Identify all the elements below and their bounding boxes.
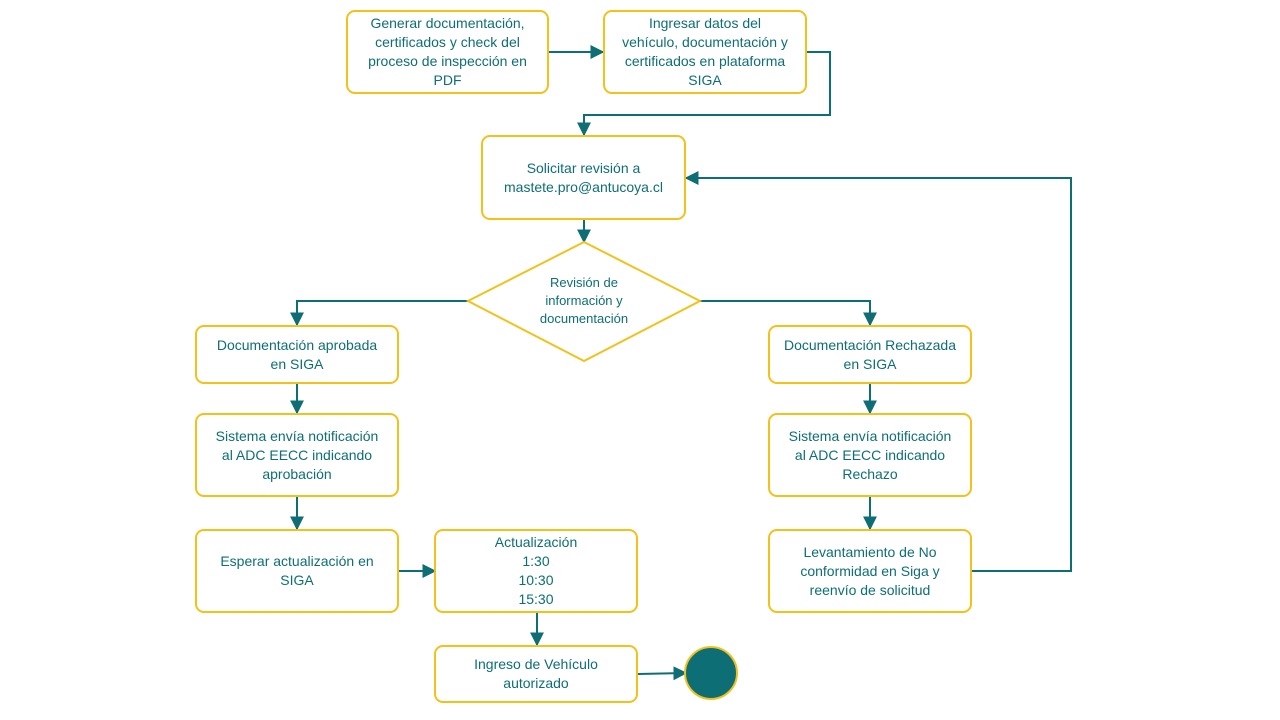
box-text-line: al ADC EECC indicando (221, 446, 373, 463)
box-text-line: Rechazo (842, 465, 898, 482)
box-text-line: proceso de inspección en (368, 53, 527, 69)
generar-documentacion-box: Generar documentación, certificados y ch… (346, 10, 549, 94)
box-text-line: Esperar actualización en (220, 553, 374, 569)
box-text-line: Documentación aprobada (216, 336, 378, 353)
end-node (684, 646, 738, 700)
esperar-actualizacion-box: Esperar actualización en SIGA (195, 529, 399, 613)
notificacion-rechazo-box: Sistema envía notificación al ADC EECC i… (768, 413, 972, 497)
box-text-line: Actualización (494, 534, 578, 550)
ingreso-vehiculo-box: Ingreso de Vehículo autorizado (434, 645, 638, 703)
box-text-line: SIGA (688, 72, 722, 88)
notificacion-aprobacion-box: Sistema envía notificación al ADC EECC i… (195, 413, 399, 497)
box-text-line: Documentación Rechazada (784, 336, 956, 353)
connector-revision-to-rechazada (700, 300, 877, 327)
box-text-line: autorizado (503, 675, 569, 691)
box-text-line: 15:30 (518, 591, 554, 607)
box-text-line: Solicitar revisión a (526, 159, 641, 176)
box-text-line: reenvío de solicitud (809, 581, 931, 598)
levantamiento-box: Levantamiento de No conformidad en Siga … (768, 529, 972, 613)
box-text-line: 10:30 (518, 572, 554, 588)
box-text-line: Sistema envía notificación (788, 427, 952, 444)
box-text-line: en SIGA (270, 355, 324, 372)
connector-revision-to-aprobada (290, 300, 468, 327)
box-text-line: Sistema envía notificación (215, 427, 379, 444)
box-text-line: aprobación (262, 465, 332, 482)
box-text-line: PDF (433, 72, 462, 88)
box-text-line: Ingresar datos del (648, 15, 762, 31)
connector-levantamiento-to-solicitar (684, 171, 1072, 572)
connector-ingresar-to-solicitar (577, 51, 831, 137)
ingresar-datos-box: Ingresar datos del vehículo, documentaci… (603, 10, 807, 94)
documentacion-rechazada-box: Documentación Rechazada en SIGA (768, 325, 972, 384)
box-text-line: Generar documentación, (370, 15, 525, 31)
actualizacion-box: Actualización 1:30 10:30 15:30 (434, 529, 638, 613)
box-text-line: Levantamiento de No (803, 543, 937, 560)
decision-text-line: Revisión de (550, 275, 618, 290)
decision-text-line: documentación (539, 311, 629, 326)
box-text-line: mastete.pro@antucoya.cl (504, 178, 663, 195)
decision-diamond (465, 240, 703, 363)
box-text-line: Ingreso de Vehículo (474, 656, 598, 672)
box-text-line: al ADC EECC indicando (794, 446, 946, 463)
box-text-line: certificados en plataforma (624, 53, 786, 69)
box-text-line: certificados y check del (375, 34, 520, 50)
box-text-line: conformidad en Siga y (800, 562, 940, 579)
box-text-line: 1:30 (522, 553, 550, 569)
documentacion-aprobada-box: Documentación aprobada en SIGA (195, 325, 399, 384)
connector-ingreso-to-end (637, 666, 688, 681)
decision-text: Revisión de información y documentación (494, 262, 674, 340)
decision-text-line: información y (545, 293, 623, 308)
box-text-line: en SIGA (843, 355, 897, 372)
box-text-line: vehículo, documentación y (622, 34, 788, 50)
solicitar-revision-box: Solicitar revisión a mastete.pro@antucoy… (481, 135, 686, 220)
box-text-line: SIGA (280, 572, 314, 588)
